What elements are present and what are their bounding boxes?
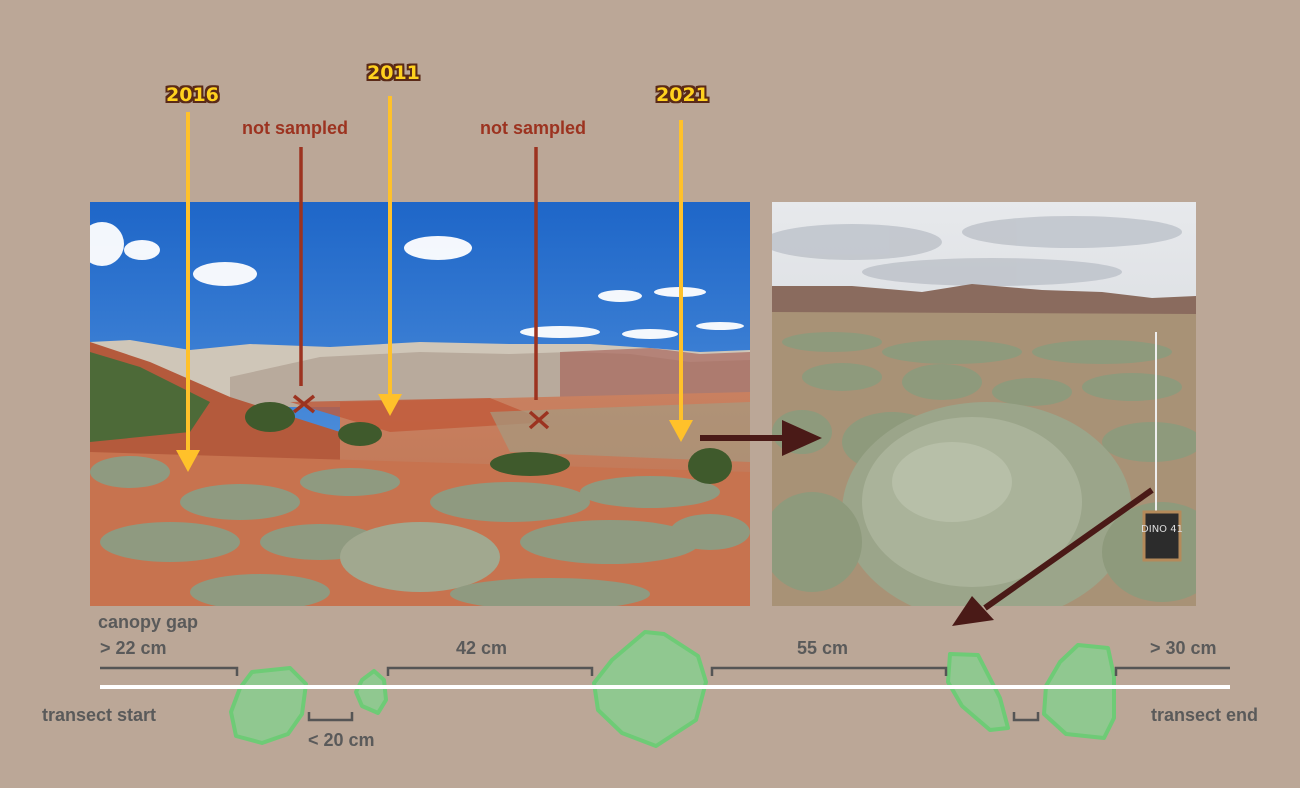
- not-sampled-label-2: not sampled: [480, 118, 587, 138]
- canopy-patch-2: [354, 669, 388, 715]
- canopy-patch-1: [229, 666, 308, 745]
- dark-arrow-to-transect: [952, 487, 1154, 626]
- plot-sign: [1142, 510, 1182, 562]
- gap-bracket-30: [1114, 666, 1230, 676]
- canopy-gap-title: canopy gap: [98, 612, 199, 632]
- gap-label-lt20: < 20 cm: [308, 730, 375, 750]
- year-label-2016: 2016: [166, 84, 219, 106]
- dark-arrow-to-right-photo: [700, 420, 822, 456]
- gap-label-42: 42 cm: [456, 638, 508, 658]
- gap-bracket-22: [100, 666, 239, 676]
- gap-bracket-lt20: [307, 712, 354, 722]
- plot-sign-text: DINO 41: [1141, 524, 1183, 535]
- sagebrush-photo-right: DINO 41: [772, 202, 1196, 606]
- gap-label-55: 55 cm: [797, 638, 849, 658]
- not-sampled-label-1: not sampled: [242, 118, 349, 138]
- year-arrow-2021: [669, 120, 693, 442]
- gap-label-22: > 22 cm: [100, 638, 167, 658]
- year-label-2011: 2011: [367, 62, 420, 84]
- gap-bracket-small: [1012, 712, 1040, 722]
- landscape-photo-left: [90, 202, 750, 606]
- transect-start-label: transect start: [42, 705, 157, 725]
- landscape-illustration-left: [90, 202, 750, 606]
- gap-bracket-55: [710, 666, 948, 676]
- canopy-patch-4: [946, 652, 1010, 732]
- gap-bracket-42: [386, 666, 594, 676]
- year-label-2021: 2021: [656, 84, 709, 106]
- year-arrow-2011: [378, 96, 402, 416]
- gap-brackets: [100, 666, 1230, 722]
- year-arrow-2016: [176, 112, 200, 472]
- gap-label-30: > 30 cm: [1150, 638, 1217, 658]
- transect-end-label: transect end: [1151, 705, 1259, 725]
- not-sampled-marker-1: [292, 147, 316, 414]
- sagebrush-illustration-right: DINO 41: [772, 202, 1196, 606]
- canopy-patch-5: [1042, 643, 1116, 740]
- not-sampled-marker-2: [528, 147, 550, 430]
